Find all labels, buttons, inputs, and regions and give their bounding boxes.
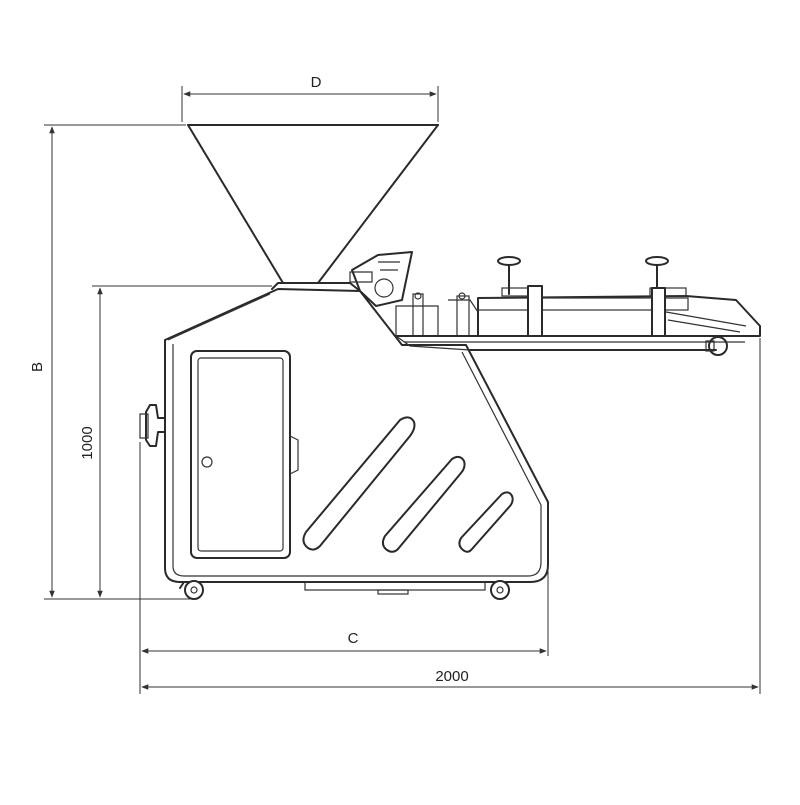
machine-body — [164, 282, 549, 583]
dimension-b-label: B — [29, 362, 46, 372]
conveyor — [395, 256, 761, 356]
front-wheel — [184, 580, 204, 600]
dimension-d: D — [183, 74, 437, 97]
side-door — [190, 350, 299, 559]
body-slots — [302, 416, 514, 553]
machine-base — [179, 580, 510, 600]
conveyor-adjuster-knob-2 — [645, 256, 687, 337]
dimension-height: 1000 — [79, 287, 103, 598]
dimension-b: B — [29, 126, 55, 598]
dimension-length-label: 2000 — [435, 668, 468, 685]
dimension-c: C — [141, 630, 547, 654]
dimension-length: 2000 — [141, 668, 759, 690]
side-handwheel — [139, 404, 166, 447]
dimension-c-label: C — [348, 630, 359, 647]
conveyor-end-roller — [705, 336, 728, 356]
conveyor-adjuster-knob-1 — [497, 256, 543, 337]
outlet-mechanism — [349, 251, 479, 337]
extension-lines — [44, 86, 761, 694]
dimension-d-label: D — [311, 74, 322, 91]
dimension-height-label: 1000 — [79, 426, 96, 459]
rear-wheel — [490, 580, 510, 600]
door-knob — [201, 456, 213, 468]
